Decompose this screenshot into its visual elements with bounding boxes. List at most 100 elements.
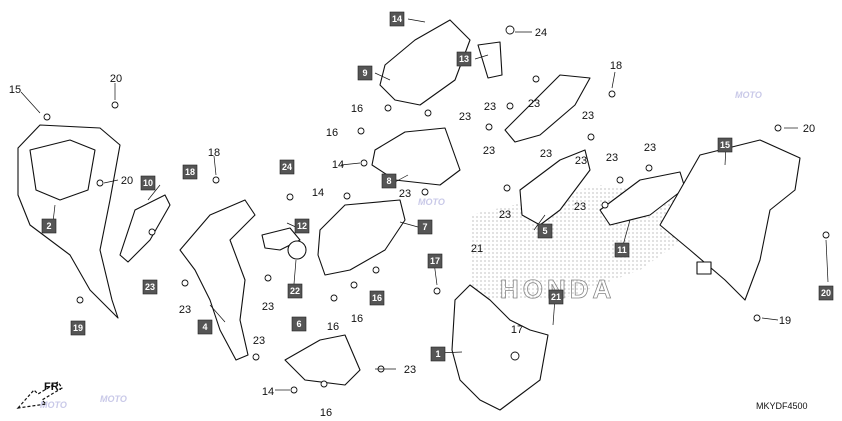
callout-number-23: 23	[179, 304, 191, 316]
callout-box-number: 10	[143, 178, 153, 188]
part-22-grommet	[287, 240, 307, 260]
callout-number-23: 23	[262, 301, 274, 313]
callout-box-number: 17	[430, 256, 440, 266]
callout-box-20: 20	[818, 285, 834, 301]
boxed-callouts: 14 9 13 10 18 24 12 22 8 7 2 23 19 4 6 16 17 1 21 5 11 15 20	[41, 11, 834, 362]
diagram-code: MKYDF4500	[756, 401, 808, 411]
callout-number-19: 19	[779, 315, 791, 327]
callout-number-23: 23	[606, 152, 618, 164]
callout-box-frame	[182, 164, 198, 180]
callout-box-number: 20	[821, 288, 831, 298]
callout-box-frame	[389, 11, 405, 27]
callout-number-23: 23	[540, 148, 552, 160]
callout-box-frame	[717, 137, 733, 153]
part-8-panel	[371, 127, 461, 186]
callout-number-23: 23	[484, 101, 496, 113]
callout-box-15: 15	[717, 137, 733, 153]
callout-box-8: 8	[381, 173, 397, 189]
callout-number-23: 23	[399, 188, 411, 200]
callout-box-frame	[381, 173, 397, 189]
callout-box-frame	[197, 319, 213, 335]
callout-number-23: 23	[528, 98, 540, 110]
callout-box-frame	[287, 283, 303, 299]
callout-box-12: 12	[294, 218, 310, 234]
front-direction-indicator: FR.	[16, 381, 63, 409]
callout-number-16: 16	[351, 313, 363, 325]
callout-number-16: 16	[326, 127, 338, 139]
callout-box-number: 11	[617, 245, 627, 255]
callout-box-number: 23	[145, 282, 155, 292]
watermark-text: MOTO	[40, 400, 67, 410]
callout-number-16: 16	[351, 103, 363, 115]
callout-number-20: 20	[803, 123, 815, 135]
callout-box-number: 2	[46, 221, 51, 231]
callout-box-19: 19	[70, 320, 86, 336]
watermark-text: MOTO	[735, 90, 762, 100]
part-5-panel	[519, 149, 591, 226]
callout-number-17: 17	[511, 324, 523, 336]
callout-number-23: 23	[459, 111, 471, 123]
callout-number-21: 21	[471, 243, 483, 255]
callout-number-16: 16	[320, 407, 332, 419]
part-6-panel	[284, 334, 361, 386]
callout-box-24: 24	[279, 159, 295, 175]
callout-box-number: 1	[435, 349, 440, 359]
part-2-inner-line	[29, 139, 96, 201]
callout-box-frame	[140, 175, 156, 191]
callout-box-number: 6	[296, 319, 301, 329]
part-1-lower-cowl	[451, 284, 549, 411]
callout-box-21: 21	[548, 289, 564, 305]
callout-number-23: 23	[582, 110, 594, 122]
callout-box-18: 18	[182, 164, 198, 180]
callout-number-14: 14	[262, 386, 274, 398]
callout-box-frame	[456, 51, 472, 67]
callout-box-7: 7	[417, 219, 433, 235]
part-4-bracket	[179, 199, 256, 361]
front-direction-label: FR.	[44, 381, 62, 393]
part-7-inner-panel	[317, 199, 406, 276]
callout-box-number: 8	[386, 176, 391, 186]
callout-box-23: 23	[142, 279, 158, 295]
callout-box-13: 13	[456, 51, 472, 67]
callout-box-number: 9	[362, 68, 367, 78]
callout-box-frame	[614, 242, 630, 258]
part-upper-stay	[504, 74, 591, 143]
callout-number-23: 23	[404, 364, 416, 376]
callout-box-number: 21	[551, 292, 561, 302]
callout-box-frame	[357, 65, 373, 81]
callout-box-frame	[427, 253, 443, 269]
watermark-text: MOTO	[418, 197, 445, 207]
callout-box-number: 16	[372, 293, 382, 303]
callout-box-frame	[548, 289, 564, 305]
part-9-upper-panel	[379, 19, 471, 106]
callout-number-18: 18	[208, 147, 220, 159]
callout-box-number: 18	[185, 167, 195, 177]
callout-box-22: 22	[287, 283, 303, 299]
callout-box-number: 24	[282, 162, 292, 172]
callout-box-1: 1	[430, 346, 446, 362]
callout-box-number: 14	[392, 14, 402, 24]
callout-number-15: 15	[9, 84, 21, 96]
part-3-side-cowl	[659, 139, 801, 301]
callout-number-20: 20	[110, 73, 122, 85]
callout-box-number: 4	[202, 322, 207, 332]
callout-number-20: 20	[121, 175, 133, 187]
callout-box-10: 10	[140, 175, 156, 191]
callout-box-5: 5	[537, 223, 553, 239]
callout-box-16: 16	[369, 290, 385, 306]
callout-box-number: 5	[542, 226, 547, 236]
callout-number-23: 23	[575, 155, 587, 167]
callout-number-16: 16	[327, 321, 339, 333]
callout-box-frame	[818, 285, 834, 301]
callout-number-23: 23	[644, 142, 656, 154]
callout-number-14: 14	[332, 159, 344, 171]
callout-box-frame	[70, 320, 86, 336]
callout-box-number: 12	[297, 221, 307, 231]
callout-box-2: 2	[41, 218, 57, 234]
callout-number-23: 23	[253, 335, 265, 347]
callout-box-17: 17	[427, 253, 443, 269]
callout-box-frame	[279, 159, 295, 175]
callout-box-number: 22	[290, 286, 300, 296]
